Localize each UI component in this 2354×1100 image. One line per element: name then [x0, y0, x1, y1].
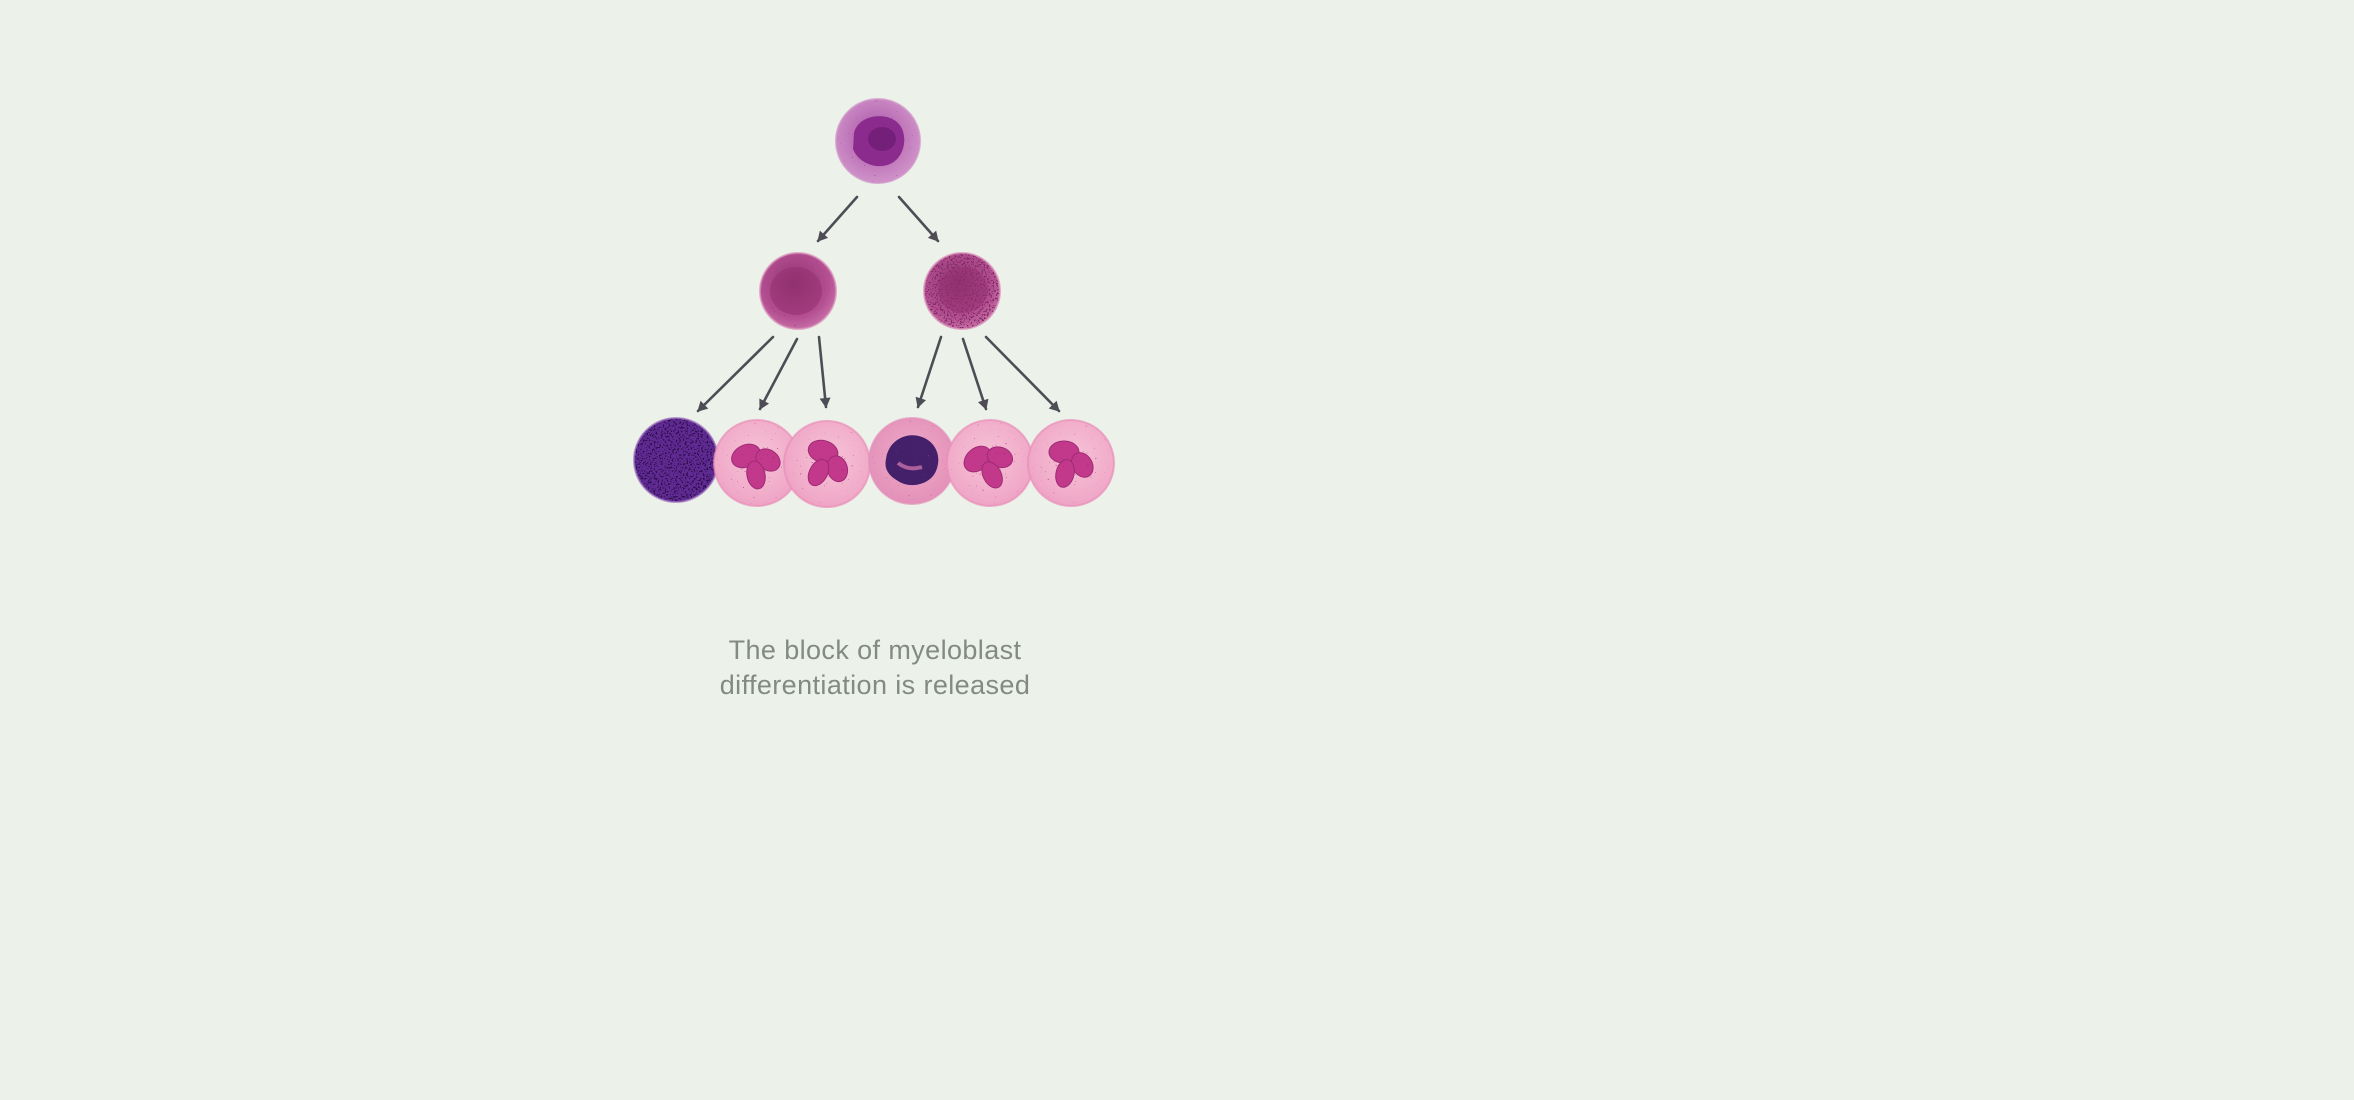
arrow	[984, 335, 1061, 413]
dark-nucleus-granulocyte-cell	[868, 417, 956, 505]
arrow	[696, 335, 775, 413]
arrow	[758, 337, 799, 411]
neutrophil-cell-4	[1014, 406, 1128, 520]
arrow	[961, 337, 989, 411]
arrow-group	[696, 195, 1061, 413]
arrow	[897, 195, 940, 243]
caption: The block of myeloblast differentiation …	[720, 633, 1031, 703]
caption-line-1: The block of myeloblast	[728, 635, 1022, 665]
arrow	[915, 335, 943, 409]
arrow	[817, 335, 831, 409]
dark-granulocyte-cell	[633, 417, 719, 503]
promyelocyte-cell-right	[923, 252, 1001, 330]
arrow	[816, 195, 859, 243]
neutrophil-cell-3	[937, 410, 1042, 515]
promyelocyte-cell-left	[759, 252, 837, 330]
myeloblast-cell	[835, 98, 921, 184]
caption-line-2: differentiation is released	[719, 670, 1031, 700]
